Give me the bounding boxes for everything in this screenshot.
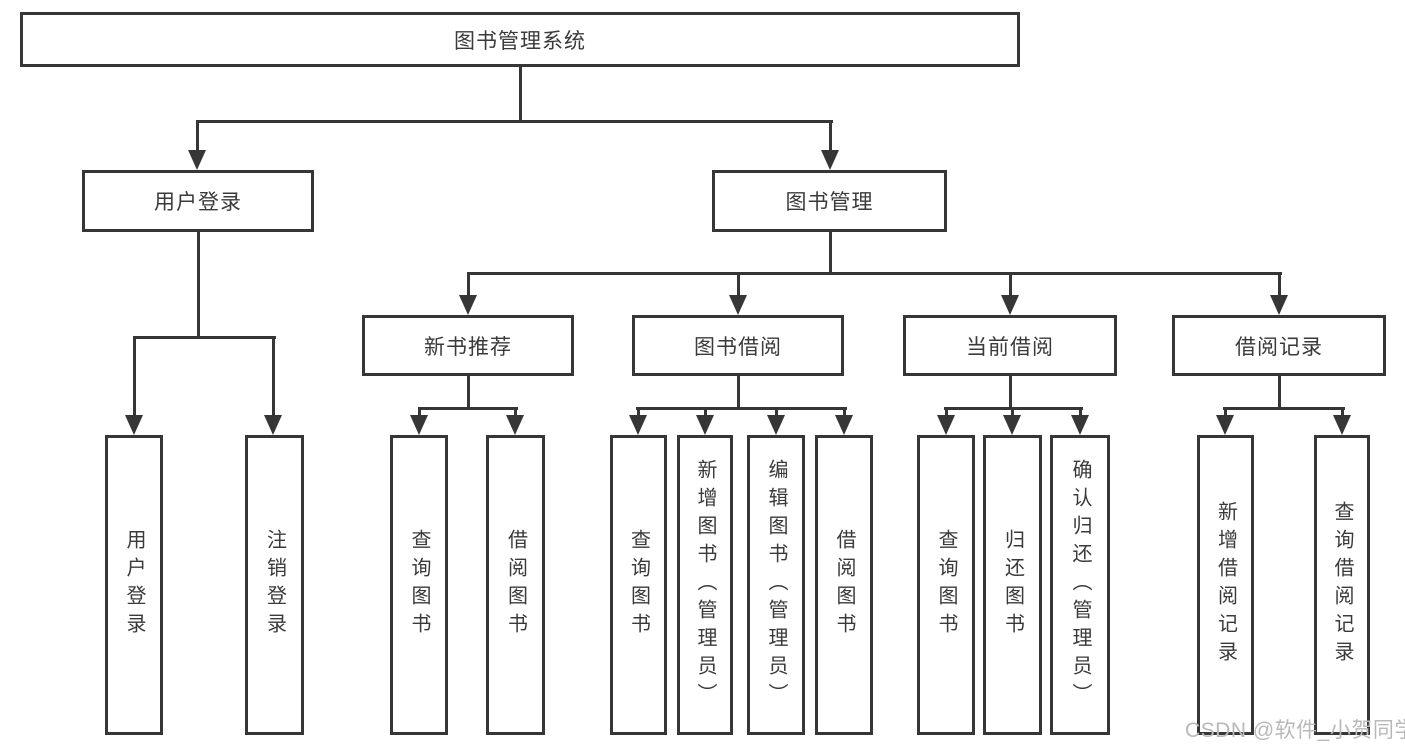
arrow-down-icon	[696, 415, 714, 435]
connector-stub	[1277, 376, 1281, 410]
node-user-login-label: 用户登录	[154, 191, 242, 214]
node-user-login: 用户登录	[82, 170, 314, 232]
leaf-query-books-1-label: 查询图书	[408, 529, 430, 641]
leaf-query-borrow-record-label: 查询借阅记录	[1331, 501, 1353, 669]
node-book-management: 图书管理	[712, 170, 947, 232]
leaf-edit-books-admin-label: 编辑图书（管理员）	[765, 459, 787, 711]
leaf-add-borrow-record: 新增借阅记录	[1197, 435, 1254, 735]
connector-drop	[271, 336, 275, 417]
leaf-user-login: 用户登录	[105, 435, 163, 735]
connector-drop	[828, 120, 832, 152]
leaf-borrow-books-2-label: 借阅图书	[833, 529, 855, 641]
node-current-borrowing: 当前借阅	[903, 315, 1117, 376]
leaf-edit-books-admin: 编辑图书（管理员）	[747, 435, 805, 735]
arrow-down-icon	[264, 415, 282, 435]
leaf-logout-label: 注销登录	[263, 529, 286, 641]
connector-drop	[944, 407, 948, 417]
connector-drop	[1223, 407, 1227, 417]
connector-rail	[1222, 407, 1345, 410]
leaf-confirm-return-admin-label: 确认归还（管理员）	[1069, 459, 1091, 711]
connector-drop	[842, 407, 846, 417]
node-current-borrowing-label: 当前借阅	[966, 335, 1054, 359]
node-root-label: 图书管理系统	[454, 29, 586, 53]
leaf-add-books-admin-label: 新增图书（管理员）	[694, 459, 716, 711]
arrow-down-icon	[1270, 295, 1288, 315]
leaf-return-books: 归还图书	[983, 435, 1042, 735]
leaf-borrow-books-2: 借阅图书	[815, 435, 873, 735]
leaf-add-borrow-record-label: 新增借阅记录	[1214, 501, 1237, 669]
connector-rail	[132, 336, 276, 339]
arrow-down-icon	[506, 415, 524, 435]
leaf-query-books-1: 查询图书	[390, 435, 448, 735]
connector-drop	[466, 272, 470, 297]
leaf-borrow-books-1-label: 借阅图书	[504, 529, 527, 641]
arrow-down-icon	[629, 415, 647, 435]
connector-rail	[195, 120, 833, 123]
connector-rail	[417, 407, 518, 410]
connector-drop	[636, 407, 640, 417]
arrow-down-icon	[1216, 415, 1234, 435]
connector-drop	[1340, 407, 1344, 417]
connector-stub	[1008, 376, 1012, 410]
connector-drop	[1078, 407, 1082, 417]
arrow-down-icon	[821, 150, 839, 170]
node-new-book-recommend-label: 新书推荐	[424, 335, 512, 359]
arrow-down-icon	[188, 150, 206, 170]
connector-rail	[466, 272, 1282, 275]
arrow-down-icon	[459, 295, 477, 315]
arrow-down-icon	[410, 415, 428, 435]
leaf-query-books-3: 查询图书	[917, 435, 975, 735]
node-book-borrowing: 图书借阅	[632, 315, 844, 376]
connector-stub	[736, 376, 740, 410]
connector-drop	[417, 407, 421, 417]
connector-rail	[635, 407, 847, 410]
leaf-logout: 注销登录	[245, 435, 304, 735]
connector-drop	[736, 272, 740, 297]
connector-stub	[196, 232, 200, 339]
connector-drop	[132, 336, 136, 417]
arrow-down-icon	[125, 415, 143, 435]
leaf-query-books-2-label: 查询图书	[627, 529, 650, 641]
arrow-down-icon	[767, 415, 785, 435]
leaf-confirm-return-admin: 确认归还（管理员）	[1050, 435, 1110, 735]
arrow-down-icon	[1001, 295, 1019, 315]
leaf-return-books-label: 归还图书	[1001, 529, 1024, 641]
connector-drop	[1010, 407, 1014, 417]
leaf-query-books-3-label: 查询图书	[935, 529, 957, 641]
connector-drop	[513, 407, 517, 417]
arrow-down-icon	[1071, 415, 1089, 435]
leaf-borrow-books-1: 借阅图书	[486, 435, 545, 735]
connector-drop	[195, 120, 199, 152]
connector-stub	[466, 376, 470, 410]
arrow-down-icon	[1003, 415, 1021, 435]
node-book-management-label: 图书管理	[785, 191, 874, 214]
connector-drop	[703, 407, 707, 417]
arrow-down-icon	[835, 415, 853, 435]
leaf-add-books-admin: 新增图书（管理员）	[677, 435, 733, 735]
node-root: 图书管理系统	[20, 12, 1020, 67]
arrow-down-icon	[1333, 415, 1351, 435]
node-new-book-recommend: 新书推荐	[362, 315, 574, 376]
arrow-down-icon	[729, 295, 747, 315]
connector-drop	[774, 407, 778, 417]
node-borrowing-records: 借阅记录	[1172, 315, 1386, 376]
node-book-borrowing-label: 图书借阅	[694, 335, 782, 359]
node-borrowing-records-label: 借阅记录	[1235, 335, 1323, 359]
connector-stub	[828, 232, 832, 275]
connector-stub	[518, 67, 522, 123]
csdn-watermark: CSDN @软件_小贺同学	[1185, 719, 1405, 742]
connector-drop	[1277, 272, 1281, 297]
leaf-query-borrow-record: 查询借阅记录	[1314, 435, 1370, 735]
arrow-down-icon	[937, 415, 955, 435]
leaf-query-books-2: 查询图书	[610, 435, 667, 735]
leaf-user-login-label: 用户登录	[123, 529, 145, 641]
connector-drop	[1008, 272, 1012, 297]
